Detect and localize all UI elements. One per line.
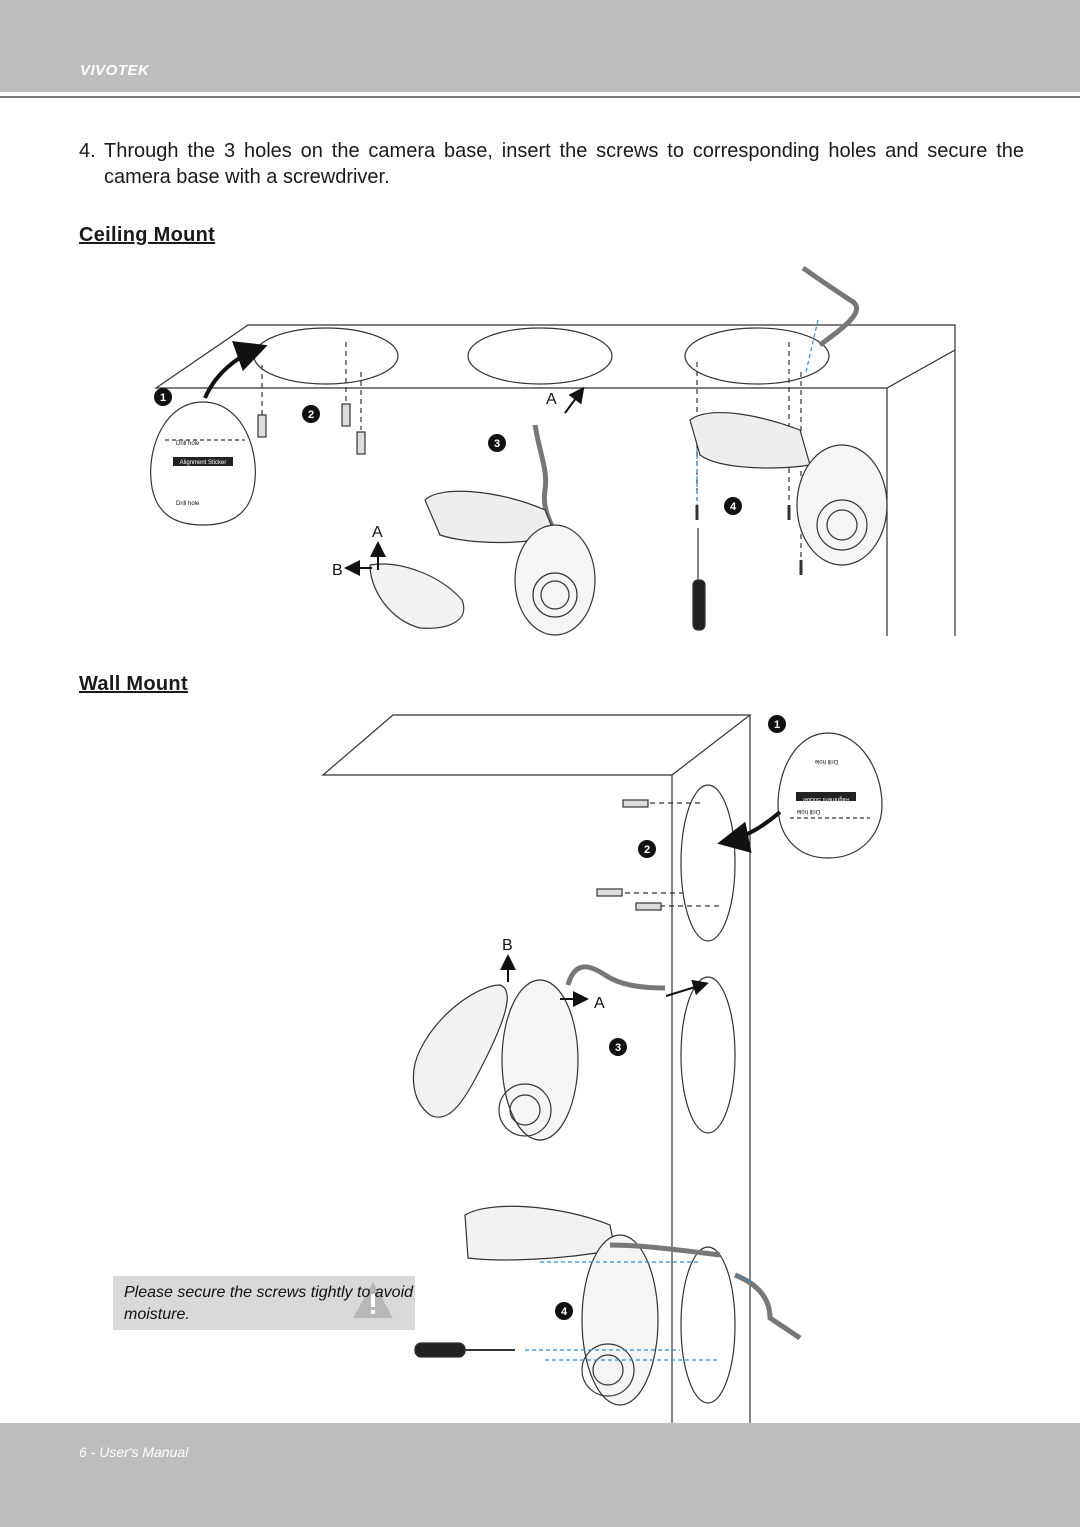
ceiling-label-a-1: A — [546, 391, 557, 408]
wall-sticker: Alignment Sticker — [796, 792, 856, 802]
ceiling-figure — [150, 265, 956, 636]
wall-label-a: A — [594, 995, 605, 1012]
ceiling-labels: A A B Drill hole Drill hole — [176, 391, 557, 579]
wall-drill-hole-label: Drill hole — [814, 758, 838, 764]
ceiling-mount-title: Ceiling Mount — [79, 224, 216, 246]
ceiling-drill-hole-label: Drill hole — [176, 441, 200, 447]
wall-step-badges: 1 2 3 4 — [555, 715, 786, 1320]
ceiling-step-4: 4 — [730, 501, 737, 513]
wall-step-3: 3 — [615, 1042, 621, 1054]
wall-labels: B A Drill hole Drill hole — [502, 758, 838, 1012]
svg-text:Alignment Sticker: Alignment Sticker — [803, 796, 850, 802]
ceiling-sticker: Alignment Sticker — [173, 457, 233, 466]
moisture-note-text: Please secure the screws tightly to avoi… — [124, 1284, 414, 1323]
header-rule — [0, 96, 1080, 98]
step-text: Through the 3 holes on the camera base, … — [104, 140, 1024, 188]
ceiling-label-a-2: A — [372, 524, 383, 541]
wall-figure — [321, 714, 883, 1423]
warning-icon — [353, 1282, 393, 1318]
ceiling-step-3: 3 — [494, 438, 500, 450]
footer-bar — [0, 1423, 1080, 1527]
brand-logo: VIVOTEK — [80, 62, 150, 79]
wall-step-1: 1 — [774, 719, 780, 731]
wall-step-2: 2 — [644, 844, 650, 856]
header-bar — [0, 0, 1080, 92]
page-number: 6 - User's Manual — [79, 1444, 189, 1460]
wall-label-b: B — [502, 937, 513, 954]
svg-text:Alignment Sticker: Alignment Sticker — [180, 460, 227, 466]
ceiling-label-b: B — [332, 562, 343, 579]
wall-step-4: 4 — [561, 1306, 568, 1318]
moisture-note: Please secure the screws tightly to avoi… — [113, 1276, 415, 1330]
ceiling-step-2: 2 — [308, 409, 314, 421]
step-number: 4. — [79, 140, 96, 162]
ceiling-step-badges: 1 2 3 4 — [154, 388, 742, 515]
wall-drill-holes-label: Drill hole — [796, 808, 820, 814]
ceiling-drill-holes-label: Drill hole — [176, 501, 200, 507]
step-4: 4. Through the 3 holes on the camera bas… — [79, 138, 1024, 190]
wall-mount-title: Wall Mount — [79, 673, 188, 695]
ceiling-step-1: 1 — [160, 392, 166, 404]
